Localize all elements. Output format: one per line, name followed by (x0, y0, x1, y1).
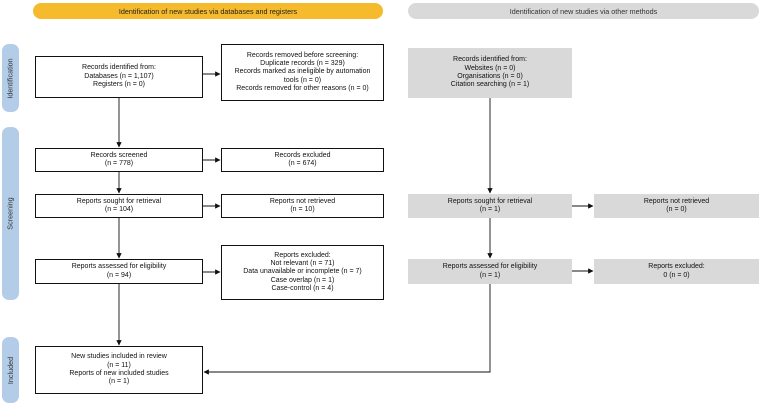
other-reports-sought: Reports sought for retrieval (n = 1) (408, 194, 572, 218)
box-text-line: Reports excluded: (274, 251, 331, 259)
db-reports-assessed: Reports assessed for eligibility (n = 94… (35, 259, 203, 284)
box-text-line: tools (n = 0) (283, 76, 322, 84)
box-text-line: Case overlap (n = 1) (270, 276, 335, 284)
box-text-line: Citation searching (n = 1) (450, 81, 530, 89)
box-text-line: (n = 778) (104, 160, 134, 167)
box-text-line: (n = 104) (104, 206, 134, 213)
box-text-line: Reports sought for retrieval (76, 197, 162, 205)
box-text-line: (n = 11) (107, 361, 131, 369)
banner-other-methods-label: Identification of new studies via other … (509, 6, 658, 16)
box-text-line: Data unavailable or incomplete (n = 7) (243, 268, 362, 276)
box-text-line: (n = 1) (479, 271, 501, 279)
box-text-line: Records identified from: (453, 56, 527, 64)
banner-other-methods: Identification of new studies via other … (408, 3, 759, 19)
box-text-line: Records removed for other reasons (n = 0… (236, 85, 369, 93)
db-records-removed: Records removed before screening: Duplic… (221, 44, 384, 101)
box-text-line: Records removed before screening: (246, 51, 359, 59)
box-text-line: Websites (n = 0) (464, 64, 516, 72)
box-text-line: Reports not retrieved (269, 197, 336, 205)
db-reports-excluded: Reports excluded: Not relevant (n = 71) … (221, 245, 384, 300)
box-text-line: (n = 1) (108, 378, 130, 386)
box-text-line: Case-control (n = 4) (271, 285, 334, 293)
db-records-identified: Records identified from: Databases (n = … (35, 56, 203, 98)
box-text-line: Organisations (n = 0) (457, 73, 523, 80)
box-text-line: 0 (n = 0) (663, 271, 690, 279)
phase-screening: Screening (2, 127, 19, 300)
other-reports-excluded: Reports excluded: 0 (n = 0) (594, 259, 759, 284)
phase-included: Included (2, 337, 19, 403)
db-studies-included: New studies included in review (n = 11) … (35, 346, 203, 394)
box-text-line: Reports of new included studies (69, 370, 169, 377)
box-text-line: Records identified from: (82, 64, 156, 72)
box-text-line: Reports not retrieved (643, 197, 710, 205)
box-text-line: (n = 94) (106, 271, 132, 279)
box-text-line: Records marked as ineligible by automati… (234, 68, 371, 76)
box-text-line: Reports assessed for eligibility (71, 263, 167, 271)
db-records-screened: Records screened (n = 778) (35, 148, 203, 172)
box-text-line: (n = 10) (290, 206, 315, 213)
box-text-line: Reports excluded: (648, 263, 705, 271)
other-reports-not-retrieved: Reports not retrieved (n = 0) (594, 194, 759, 218)
other-records-identified: Records identified from: Websites (n = 0… (408, 48, 572, 98)
box-text-line: Duplicate records (n = 329) (260, 59, 345, 67)
box-text-line: (n = 0) (666, 206, 687, 213)
db-reports-sought: Reports sought for retrieval (n = 104) (35, 194, 203, 218)
box-text-line: Reports assessed for eligibility (442, 263, 538, 271)
other-reports-assessed: Reports assessed for eligibility (n = 1) (408, 259, 572, 284)
box-text-line: Reports sought for retrieval (447, 197, 533, 205)
banner-databases-label: Identification of new studies via databa… (118, 6, 298, 16)
box-text-line: Records excluded (274, 151, 331, 159)
db-reports-not-retrieved: Reports not retrieved (n = 10) (221, 194, 384, 218)
arrow-other-assessed-to-included (203, 284, 491, 375)
box-text-line: (n = 674) (288, 160, 317, 167)
box-text-line: Records screened (90, 151, 148, 159)
box-text-line: New studies included in review (71, 353, 167, 361)
banner-databases: Identification of new studies via databa… (33, 3, 383, 19)
box-text-line: (n = 1) (479, 206, 501, 213)
box-text-line: Registers (n = 0) (93, 81, 145, 89)
box-text-line: Not relevant (n = 71) (270, 259, 335, 267)
box-text-line: Databases (n = 1,107) (84, 72, 154, 80)
phase-identification: Identification (2, 44, 19, 112)
db-records-excluded: Records excluded (n = 674) (221, 148, 384, 172)
